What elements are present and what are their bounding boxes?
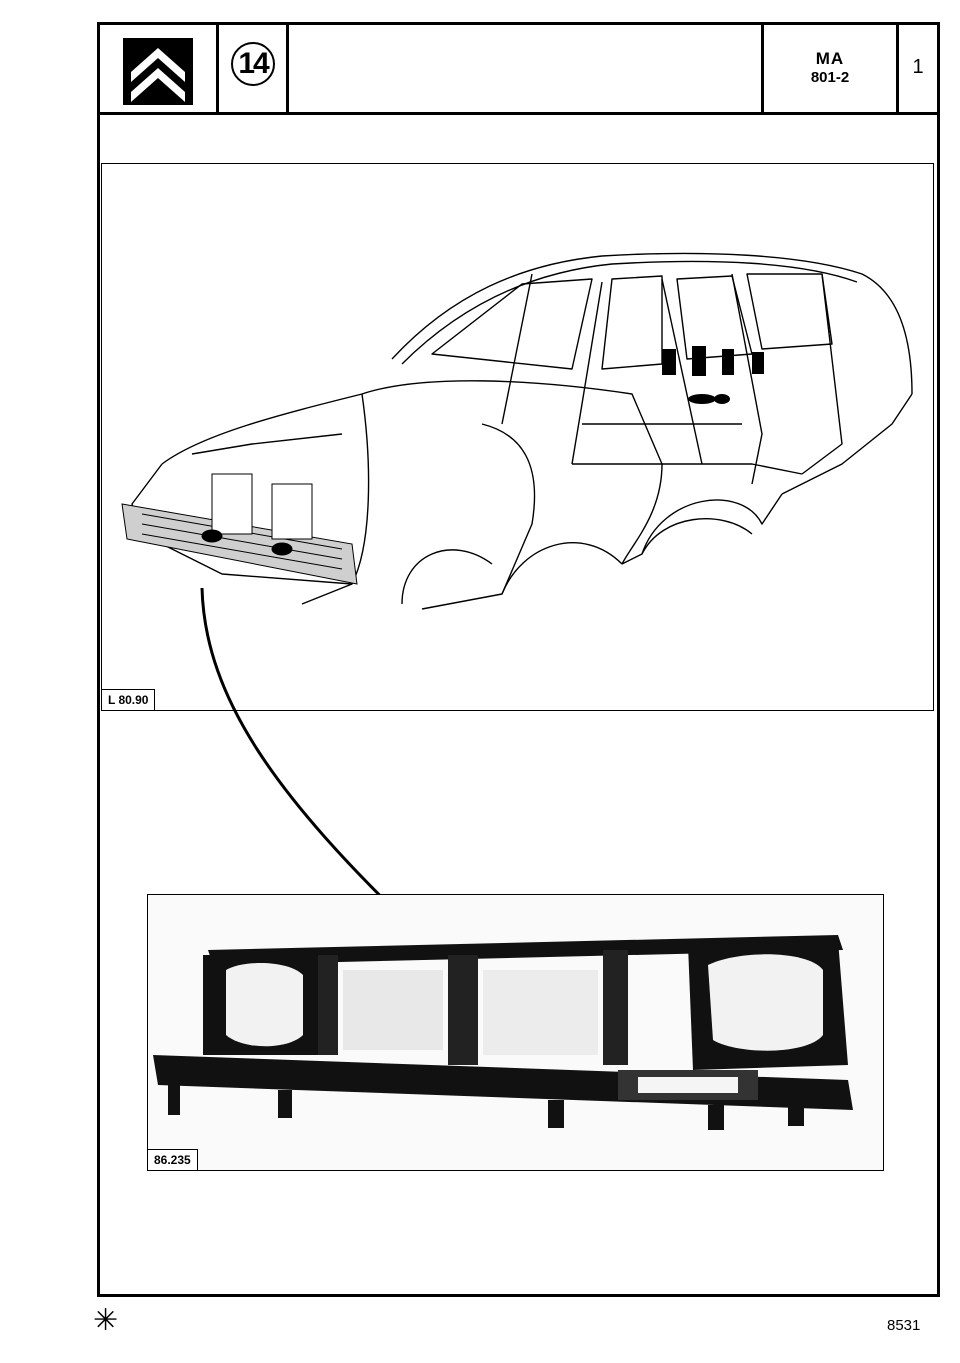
- body-shell-figure: L 80.90: [101, 163, 934, 711]
- page-frame: 14 MA 801-2 1: [97, 22, 940, 1297]
- citroen-double-chevron-icon: [123, 38, 193, 105]
- crossmember-photo: [153, 935, 853, 1130]
- crossmember-photo-figure: 86.235: [147, 894, 884, 1171]
- body-shell-illustration: [121, 252, 913, 610]
- reference-code-line1: MA: [815, 49, 845, 68]
- footer-page-code: 8531: [887, 1317, 921, 1334]
- page-number: 1: [912, 56, 924, 78]
- chapter-cell: 14: [219, 25, 289, 112]
- figure-label-top: L 80.90: [102, 689, 156, 710]
- reference-code-line2: 801-2: [810, 69, 850, 86]
- title-cell: [289, 25, 764, 112]
- page-number-cell: 1: [899, 25, 937, 112]
- header-bar: 14 MA 801-2 1: [100, 25, 937, 115]
- footer-star-mark: ✳: [93, 1304, 119, 1337]
- chapter-number: 14: [231, 42, 275, 86]
- logo-cell: [100, 25, 219, 112]
- reference-cell: MA 801-2: [764, 25, 899, 112]
- figure-label-bottom: 86.235: [148, 1149, 198, 1170]
